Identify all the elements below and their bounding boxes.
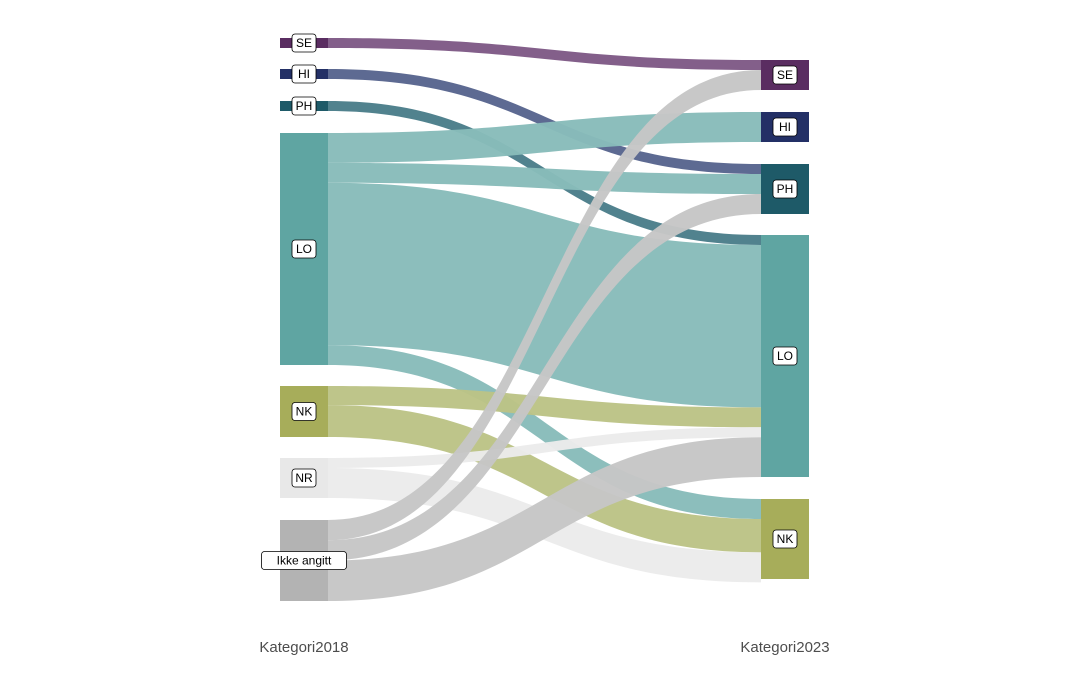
- right-node-label-text: LO: [777, 349, 793, 363]
- left-node-label-box: [291, 96, 317, 116]
- axis-label-left: Kategori2018: [259, 639, 348, 656]
- left-node-label-box: [291, 64, 317, 84]
- axis-label-right: Kategori2023: [740, 639, 829, 656]
- left-node-label-ikke-angitt: Ikke angitt: [261, 551, 347, 570]
- right-node-label-box: [772, 117, 798, 137]
- right-node-label-nk: NK: [772, 529, 798, 549]
- left-node-label-box: [261, 551, 347, 570]
- flows-layer: [328, 38, 761, 601]
- right-node-label-box: [772, 529, 798, 549]
- left-node-label-se: SE: [291, 33, 317, 53]
- left-node-label-nr: NR: [291, 468, 317, 488]
- right-node-label-box: [772, 179, 798, 199]
- flow-ikke-angitt-to-se: [328, 70, 761, 541]
- left-node-label-text: PH: [296, 99, 313, 113]
- right-node-label-lo: LO: [772, 346, 798, 366]
- right-node-label-box: [772, 346, 798, 366]
- flow-ikke-angitt-to-lo: [328, 437, 761, 601]
- flow-nr-to-lo: [328, 427, 761, 468]
- flow-lo-to-nk: [328, 345, 761, 519]
- flow-nk-to-nk: [328, 405, 761, 553]
- right-node-label-se: SE: [772, 65, 798, 85]
- left-node-label-box: [291, 33, 317, 53]
- flow-hi-to-ph: [328, 69, 761, 174]
- left-node-label-text: NK: [296, 405, 313, 419]
- left-node-label-nk: NK: [291, 402, 317, 421]
- left-node-label-text: LO: [296, 242, 312, 256]
- right-node-label-text: NK: [777, 532, 794, 546]
- left-node-label-box: [291, 468, 317, 488]
- left-node-label-text: Ikke angitt: [277, 554, 332, 568]
- right-node-label-text: SE: [777, 68, 793, 82]
- left-node-label-text: SE: [296, 36, 312, 50]
- left-node-label-hi: HI: [291, 64, 317, 84]
- right-node-label-box: [772, 65, 798, 85]
- flow-se-to-se: [328, 38, 761, 70]
- flow-ikke-angitt-to-ph: [328, 194, 761, 561]
- left-node-label-ph: PH: [291, 96, 317, 116]
- left-node-label-text: NR: [295, 471, 313, 485]
- node-labels-layer: SE HI PH LO NK NR Ikke angitt SE HI PH LO NK: [261, 33, 798, 570]
- flow-nk-to-lo: [328, 386, 761, 428]
- right-node-label-hi: HI: [772, 117, 798, 137]
- left-node-label-lo: LO: [291, 239, 317, 259]
- right-node-label-text: PH: [777, 182, 794, 196]
- left-node-label-text: HI: [298, 67, 310, 81]
- left-node-label-box: [291, 239, 317, 259]
- flow-lo-to-ph: [328, 162, 761, 194]
- right-node-label-ph: PH: [772, 179, 798, 199]
- left-node-label-box: [291, 402, 317, 421]
- right-node-label-text: HI: [779, 120, 791, 134]
